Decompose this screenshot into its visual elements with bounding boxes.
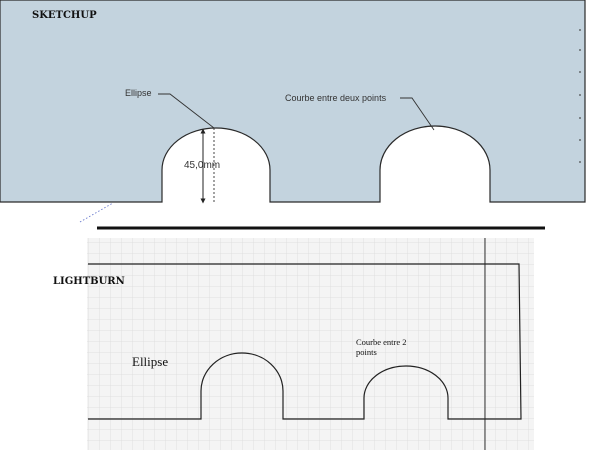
sketchup-curve-label: Courbe entre deux points [285, 93, 387, 103]
ellipse-leader [158, 93, 215, 129]
lightburn-panel [87, 238, 534, 450]
lightburn-curve-label: Courbe entre 2 points [356, 337, 426, 357]
dimension-value: 45,0mm [184, 160, 221, 171]
sketchup-profile-shape [0, 0, 586, 203]
lightburn-title: LIGHTBURN [53, 276, 125, 287]
sketchup-edge-ticks [579, 29, 581, 163]
lightburn-curve-label-line1: Courbe entre 2 [356, 337, 407, 347]
sketchup-title: SKETCHUP [32, 10, 97, 21]
lightburn-profile-shape [88, 263, 522, 420]
sketchup-ellipse-label: Ellipse [125, 88, 152, 98]
lightburn-curve-label-line2: points [356, 347, 377, 357]
construction-line [79, 202, 114, 223]
sketchup-panel [0, 0, 586, 223]
lightburn-ellipse-label: Ellipse [132, 354, 169, 369]
curve-leader [400, 97, 435, 131]
